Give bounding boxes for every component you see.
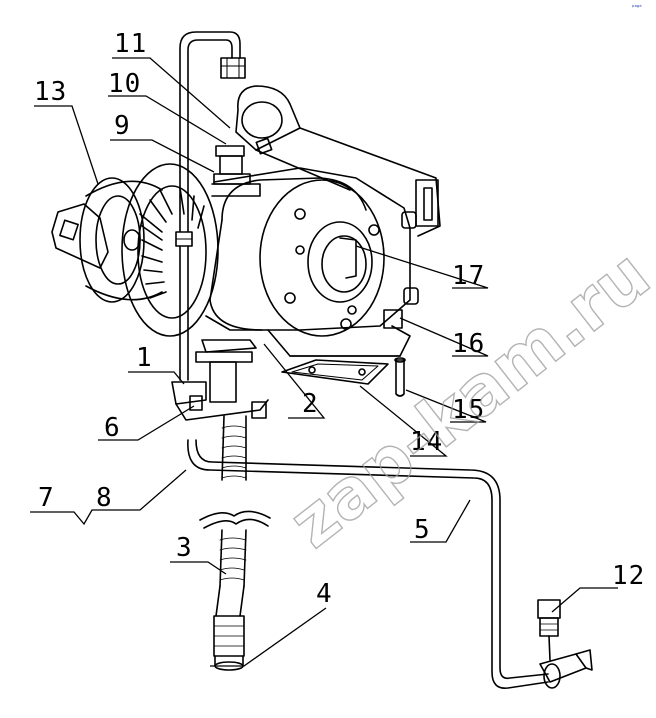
- compressor-volute: [121, 163, 219, 337]
- callout-5: 5: [414, 515, 431, 545]
- corner-mark: ᵖᵃᵍᵉ: [632, 4, 642, 11]
- turbine-outlet-flange: [51, 203, 109, 269]
- drawing-linework: [51, 31, 593, 689]
- callout-7: 7: [38, 483, 55, 513]
- callout-10: 10: [108, 69, 141, 99]
- return-pipe: [187, 439, 549, 689]
- corrugated-drain-hose: [199, 415, 271, 587]
- exhaust-elbow: [235, 85, 301, 151]
- callout-6: 6: [104, 413, 121, 443]
- callout-16: 16: [452, 329, 485, 359]
- callout-9: 9: [114, 111, 131, 141]
- turbine-wheel-housing: [79, 177, 145, 303]
- callout-15: 15: [452, 395, 485, 425]
- callout-2: 2: [302, 389, 319, 419]
- center-housing: [205, 167, 411, 331]
- inlet-flange: [259, 179, 385, 337]
- oil-feed-pipe-lower: [179, 159, 189, 381]
- callout-8: 8: [96, 483, 113, 513]
- callout-11: 11: [114, 29, 147, 59]
- oil-feed-pipe: [179, 31, 241, 161]
- leader-lines: [30, 57, 618, 667]
- callout-3: 3: [176, 533, 193, 563]
- callout-labels: 11 10 9 13 1 6 7 8 3 4 5 12 14 15 16 17 …: [34, 29, 645, 609]
- fitting: [537, 599, 561, 619]
- callout-1: 1: [136, 343, 153, 373]
- callout-12: 12: [612, 561, 645, 591]
- callout-4: 4: [316, 579, 333, 609]
- callout-17: 17: [452, 261, 485, 291]
- callout-14: 14: [410, 427, 443, 457]
- callout-13: 13: [34, 77, 67, 107]
- oil-feed-pipe-nut: [220, 57, 246, 79]
- stud: [395, 359, 405, 397]
- gasket: [281, 359, 389, 385]
